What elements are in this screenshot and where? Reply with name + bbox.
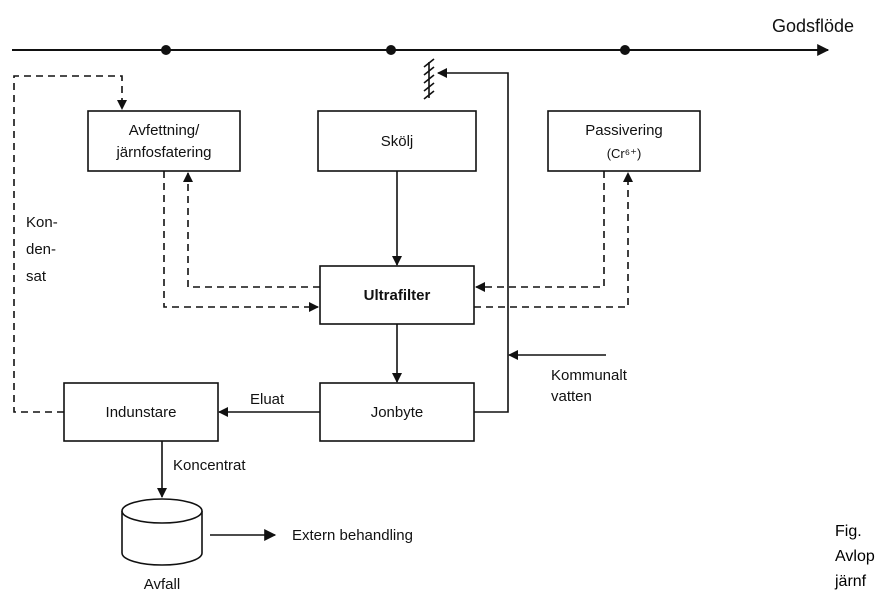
- kondensat-label: Kon- den- sat: [26, 214, 58, 285]
- rinse-hatch-2: [423, 66, 435, 76]
- goods-flow-label: Godsflöde: [772, 16, 854, 36]
- box-skolj-label: Skölj: [381, 133, 414, 150]
- kondensat-return-line: [13, 75, 127, 413]
- avfettning-to-ultrafilter-line: [163, 171, 319, 312]
- figure-caption-line-1: Fig.: [835, 523, 862, 540]
- box-indunstare-label: Indunstare: [106, 404, 177, 421]
- box-passivering: Passivering (Cr⁶⁺): [547, 110, 701, 172]
- water-return-line: [437, 68, 509, 413]
- goods-flow: Godsflöde: [12, 16, 854, 56]
- kommunalt-vatten-label-1: Kommunalt: [551, 367, 628, 384]
- solid-flows: [157, 58, 606, 541]
- rinse-hatch-4: [423, 82, 435, 92]
- box-skolj: Skölj: [317, 110, 477, 172]
- box-avfettning-label-1: Avfettning/: [129, 122, 200, 139]
- flow-node-avfettning: [161, 45, 171, 55]
- box-ultrafilter-label: Ultrafilter: [364, 287, 431, 304]
- box-jonbyte: Jonbyte: [319, 382, 475, 442]
- rinse-hatch-3: [423, 74, 435, 84]
- passivering-to-ultrafilter-line: [475, 171, 605, 292]
- kondensat-label-1: Kon-: [26, 214, 58, 231]
- box-indunstare: Indunstare: [63, 382, 219, 442]
- ultrafilter-to-passivering-line: [474, 172, 633, 308]
- rinse-hatch-5: [423, 90, 435, 100]
- kommunalt-vatten-label-2: vatten: [551, 388, 592, 405]
- kondensat-label-3: sat: [26, 268, 47, 285]
- box-jonbyte-label: Jonbyte: [371, 404, 424, 421]
- flow-node-passivering: [620, 45, 630, 55]
- figure-caption-line-2: Avlop: [835, 548, 875, 565]
- figure-caption: Fig. Avlop järnf: [834, 523, 875, 590]
- koncentrat-label: Koncentrat: [173, 457, 246, 474]
- box-passivering-label-2: (Cr⁶⁺): [607, 146, 642, 161]
- box-avfettning-label-2: järnfosfatering: [115, 144, 211, 161]
- kondensat-label-2: den-: [26, 241, 56, 258]
- ultrafilter-to-avfettning-line: [183, 172, 320, 288]
- figure-caption-line-3: järnf: [834, 573, 867, 590]
- box-ultrafilter: Ultrafilter: [319, 265, 475, 325]
- rinse-hatch-1: [423, 58, 435, 68]
- box-passivering-label-1: Passivering: [585, 122, 663, 139]
- avfall-label: Avfall: [144, 576, 180, 593]
- box-avfettning: Avfettning/ järnfosfatering: [87, 110, 241, 172]
- extern-behandling-label: Extern behandling: [292, 527, 413, 544]
- eluat-label: Eluat: [250, 391, 285, 408]
- flow-node-skolj: [386, 45, 396, 55]
- dashed-flows: [13, 75, 633, 413]
- waste-container-icon: [121, 498, 203, 566]
